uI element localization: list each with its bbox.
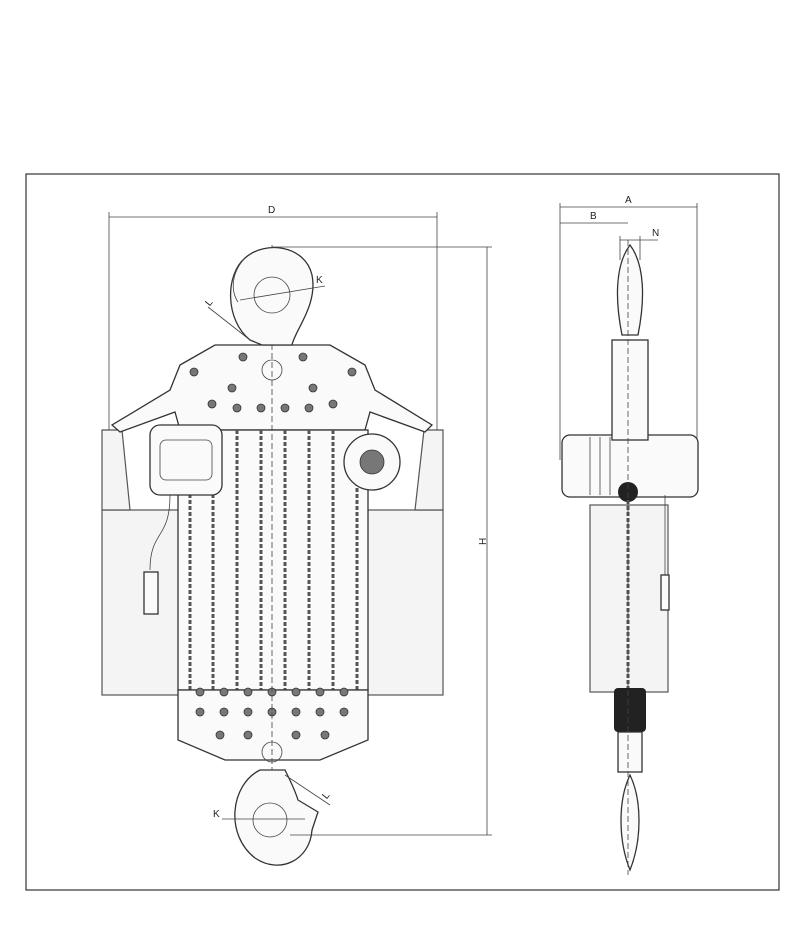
- pendant-control: [143, 571, 159, 615]
- chains: [188, 430, 359, 690]
- side-top-hook: [616, 243, 644, 336]
- bottom-hook: [234, 769, 319, 866]
- pendant-cable: [149, 494, 171, 571]
- dimension-label-k-bottom: K: [213, 809, 220, 820]
- dimension-label-d: D: [268, 205, 275, 216]
- dimension-label-a: A: [625, 195, 632, 206]
- left-housing: [101, 429, 131, 511]
- dimension-label-l-top: L: [203, 297, 215, 309]
- side-dimensions: A B N: [559, 195, 698, 460]
- drawing-frame: [25, 173, 780, 891]
- bottom-block: [614, 688, 646, 732]
- side-pendant: [660, 574, 670, 611]
- dimension-label-h: H: [478, 538, 489, 545]
- dimension-label-l-bottom: L: [320, 790, 332, 802]
- dimension-label-k-top: K: [316, 275, 323, 286]
- dimension-label-n: N: [652, 228, 659, 239]
- side-view: [561, 240, 699, 875]
- dimension-label-b: B: [590, 211, 597, 222]
- control-box: [149, 424, 223, 496]
- side-bottom-hook: [620, 773, 640, 872]
- top-plate: [110, 344, 434, 433]
- front-dimensions: D H K L K L: [108, 205, 492, 836]
- bolts: [189, 352, 357, 740]
- side-top-bracket: [611, 339, 649, 441]
- top-hook: [229, 246, 314, 346]
- bottom-plate: [177, 689, 369, 761]
- front-view: [101, 245, 444, 866]
- right-housing: [414, 429, 444, 511]
